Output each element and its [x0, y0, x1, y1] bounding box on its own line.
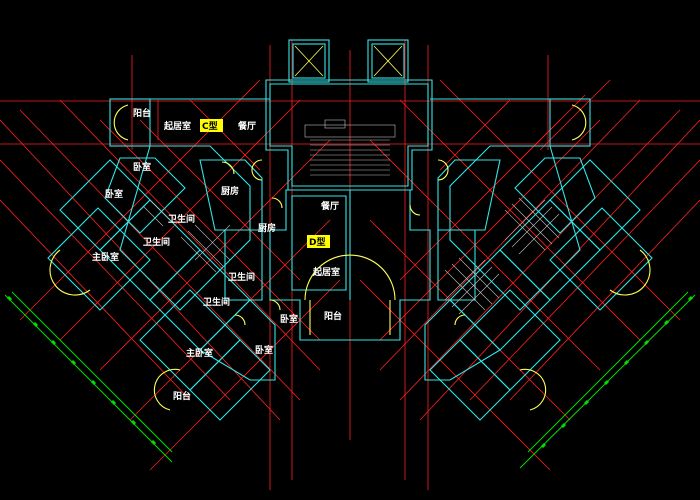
tag-d-text: D型	[309, 236, 325, 248]
room-labels: 阳台 起居室 餐厅 卧室 卧室 厨房 卫生间 卫生间 主卧室 卫生间 卫生间 主…	[92, 107, 342, 402]
label-balcony-bl: 阳台	[173, 390, 191, 402]
dimension-lines	[4, 291, 696, 469]
label-kitchen-center: 厨房	[258, 222, 276, 234]
label-bath-2: 卫生间	[143, 236, 170, 248]
label-bath-4: 卫生间	[203, 296, 230, 308]
label-bedroom-c1: 卧室	[280, 313, 298, 325]
label-balcony-center: 阳台	[324, 310, 342, 322]
label-living-large: 起居室	[163, 120, 191, 132]
label-bath-1: 卫生间	[168, 213, 195, 225]
tag-d-box	[307, 235, 330, 248]
elevator-marks	[294, 45, 403, 77]
label-bath-3: 卫生间	[228, 271, 255, 283]
label-master-bed-2: 主卧室	[186, 347, 213, 359]
label-dining-center: 餐厅	[320, 200, 339, 212]
label-dining-top: 餐厅	[237, 120, 256, 132]
label-kitchen-left: 厨房	[221, 185, 239, 197]
doors-and-balconies	[49, 104, 651, 411]
unit-tags: C型 D型	[200, 119, 330, 248]
label-balcony-tl: 阳台	[133, 107, 151, 119]
label-bedroom-2: 卧室	[105, 188, 123, 200]
label-bedroom-c2: 卧室	[255, 344, 273, 356]
tag-c-text: C型	[202, 120, 218, 132]
tag-c-box	[200, 119, 223, 132]
label-bedroom-1: 卧室	[133, 161, 151, 173]
label-master-bed-1: 主卧室	[92, 251, 119, 263]
walls	[47, 39, 653, 421]
label-living-center: 起居室	[312, 266, 340, 278]
hatch-patterns	[142, 119, 560, 315]
axis-grid	[0, 40, 700, 490]
